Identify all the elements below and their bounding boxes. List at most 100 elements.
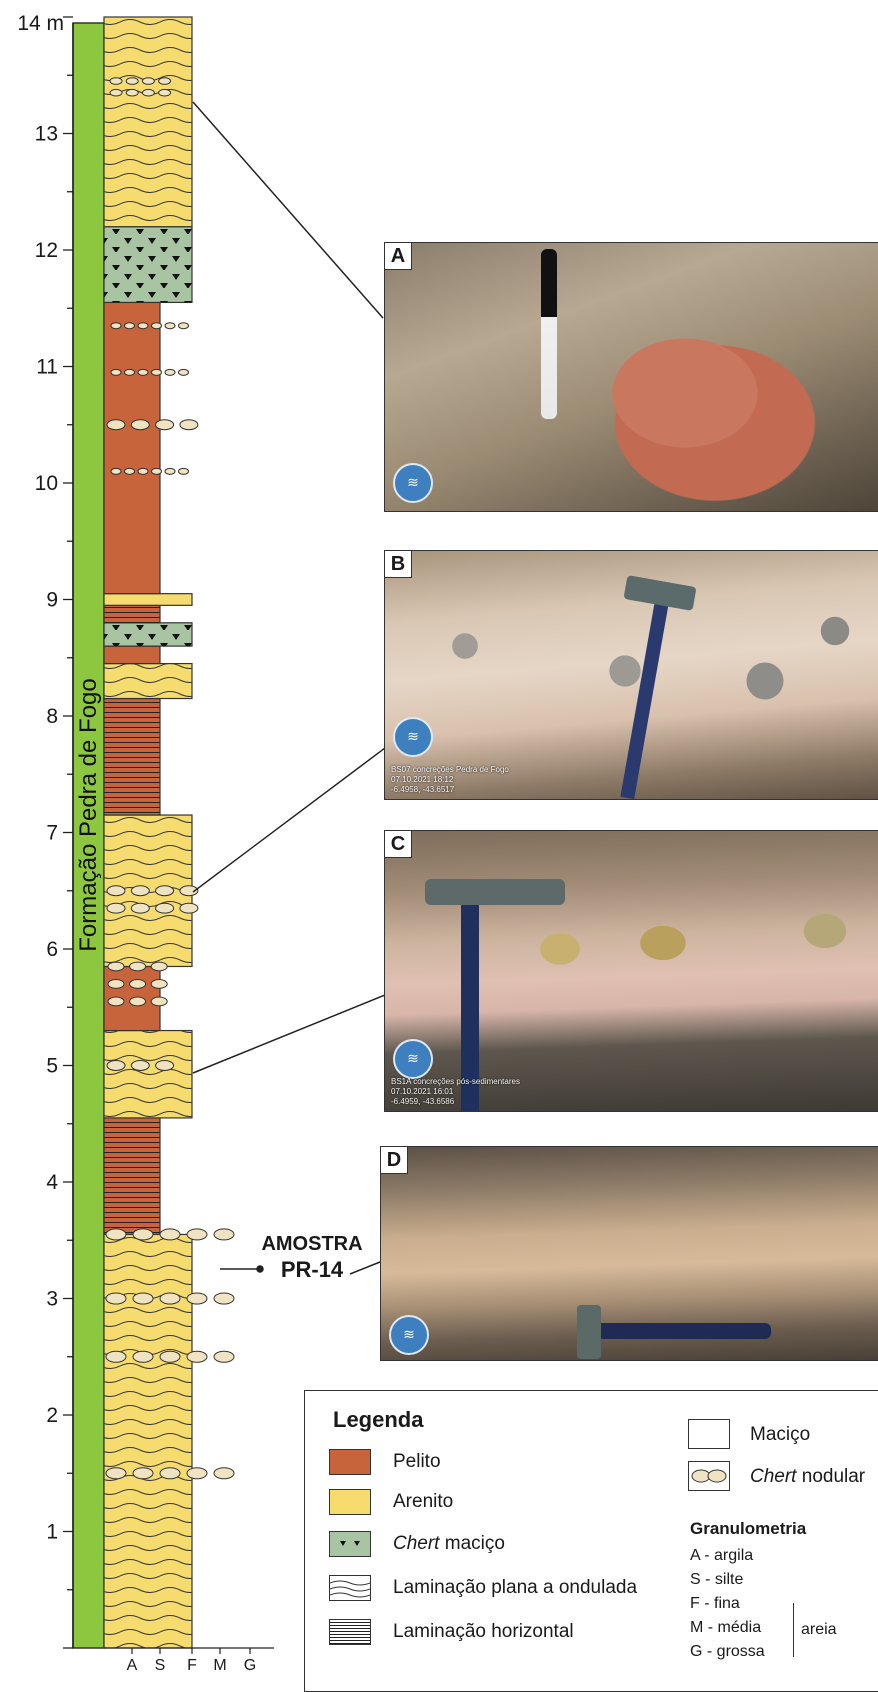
chert-nodule [138,369,148,375]
depth-tick-label: 2 [46,1404,58,1427]
sample-label: AMOSTRA PR-14 [252,1232,372,1282]
swatch-pelito [329,1449,371,1475]
gran-areia-label: areia [801,1621,837,1639]
connector-b [193,748,385,892]
legend-item-chert-nodular: Chert nodular [750,1466,865,1488]
chert-nodule [142,78,154,85]
watermark-logo-icon: ≋ [393,463,433,503]
hammer-handle-shape [581,1323,771,1339]
sample-label-line2: PR-14 [252,1257,372,1282]
swatch-chert-nodular [688,1461,730,1491]
depth-tick-label: 8 [46,705,58,728]
chert-nodule [179,323,189,329]
legend-item-chert-nodular-rest: nodular [796,1466,865,1487]
gran-argila: A - argila [690,1547,753,1565]
bed-texture-pelito [104,1118,160,1235]
chert-nodule [131,903,149,913]
bed-texture-arenito [104,17,192,227]
chert-nodule [187,1229,207,1240]
legend-item-chert-macico: Chert maciço [393,1533,505,1555]
connector-c [193,995,385,1073]
chert-nodule [159,89,171,96]
photo-a: A ≋ [384,242,878,512]
bed-texture-pelito [104,605,160,622]
bed-texture-pelito [104,699,160,816]
chert-nodule [187,1468,207,1479]
bed-pelito [104,646,160,663]
photo-a-label: A [385,243,412,270]
chert-nodule [156,420,174,430]
axis-unit-label: 14 m [17,12,64,35]
photo-c: C ≋ BS1A concreções pós-sedimentares 07.… [384,830,878,1112]
legend-item-macico: Maciço [750,1424,810,1446]
chert-nodule [130,962,146,971]
swatch-laminacao-plana [329,1575,371,1601]
chert-nodule [160,1229,180,1240]
chert-nodule [151,962,167,971]
swatch-arenito [329,1489,371,1515]
chert-nodule [125,468,135,474]
chert-nodule [110,78,122,85]
chert-nodule [160,1351,180,1362]
bed-pelito [104,302,160,593]
chert-nodule [133,1468,153,1479]
chert-nodule [214,1468,234,1479]
grain-tick-label: A [127,1657,138,1673]
chert-nodule [214,1229,234,1240]
grain-tick-label: S [155,1657,166,1673]
chert-nodule [131,1061,149,1071]
granulometria-title: Granulometria [690,1519,806,1539]
grain-size-ticks: ASFMG [104,1648,274,1673]
chert-nodule [142,89,154,96]
bed-texture-arenito [104,1031,192,1118]
chert-nodule [214,1351,234,1362]
chert-nodule [111,323,121,329]
chert-nodule [187,1293,207,1304]
chert-nodule [152,468,162,474]
chert-nodule [156,1061,174,1071]
chert-nodule [108,962,124,971]
photo-c-stamp: BS1A concreções pós-sedimentares 07.10.2… [391,1077,520,1107]
photo-d: D ≋ [380,1146,878,1361]
chert-nodule [110,89,122,96]
depth-tick-label: 4 [46,1171,58,1194]
chert-nodule [179,369,189,375]
column-beds [104,17,192,1648]
legend-item-chert-rest: maciço [439,1533,504,1554]
chert-nodule [156,903,174,913]
wavy-lines-icon [330,1576,370,1600]
connector-a [193,102,383,318]
chert-nodule [130,980,146,989]
chert-nodule [106,1229,126,1240]
legend-item-chert-em: Chert [393,1533,439,1554]
chert-nodule [126,78,138,85]
chert-nodule [180,420,198,430]
chert-nodule [138,323,148,329]
chert-nodule [111,468,121,474]
photo-b-label: B [385,551,412,578]
chert-nodule [160,1468,180,1479]
grain-tick-label: G [244,1657,256,1673]
chert-nodule [214,1293,234,1304]
hammer-head-shape [425,879,565,905]
depth-tick-label: 5 [46,1055,58,1078]
hammer-handle-shape [620,600,669,799]
chert-nodule [108,980,124,989]
chert-nodule [165,468,175,474]
chert-nodule [107,1061,125,1071]
legend-item-laminacao-horizontal: Laminação horizontal [393,1621,574,1643]
depth-tick-label: 7 [46,822,58,845]
chert-nodule [151,997,167,1006]
chert-nodule [187,1351,207,1362]
chert-nodule [133,1293,153,1304]
chert-nodule [160,1293,180,1304]
gran-silte: S - silte [690,1571,743,1589]
depth-tick-label: 6 [46,938,58,961]
chert-nodule [107,886,125,896]
depth-tick-label: 13 [35,123,58,146]
legend-item-laminacao-plana: Laminação plana a ondulada [393,1577,637,1599]
chert-nodule [133,1351,153,1362]
chert-nodule [151,980,167,989]
legend-item-arenito: Arenito [393,1491,453,1513]
chert-nodule [131,886,149,896]
